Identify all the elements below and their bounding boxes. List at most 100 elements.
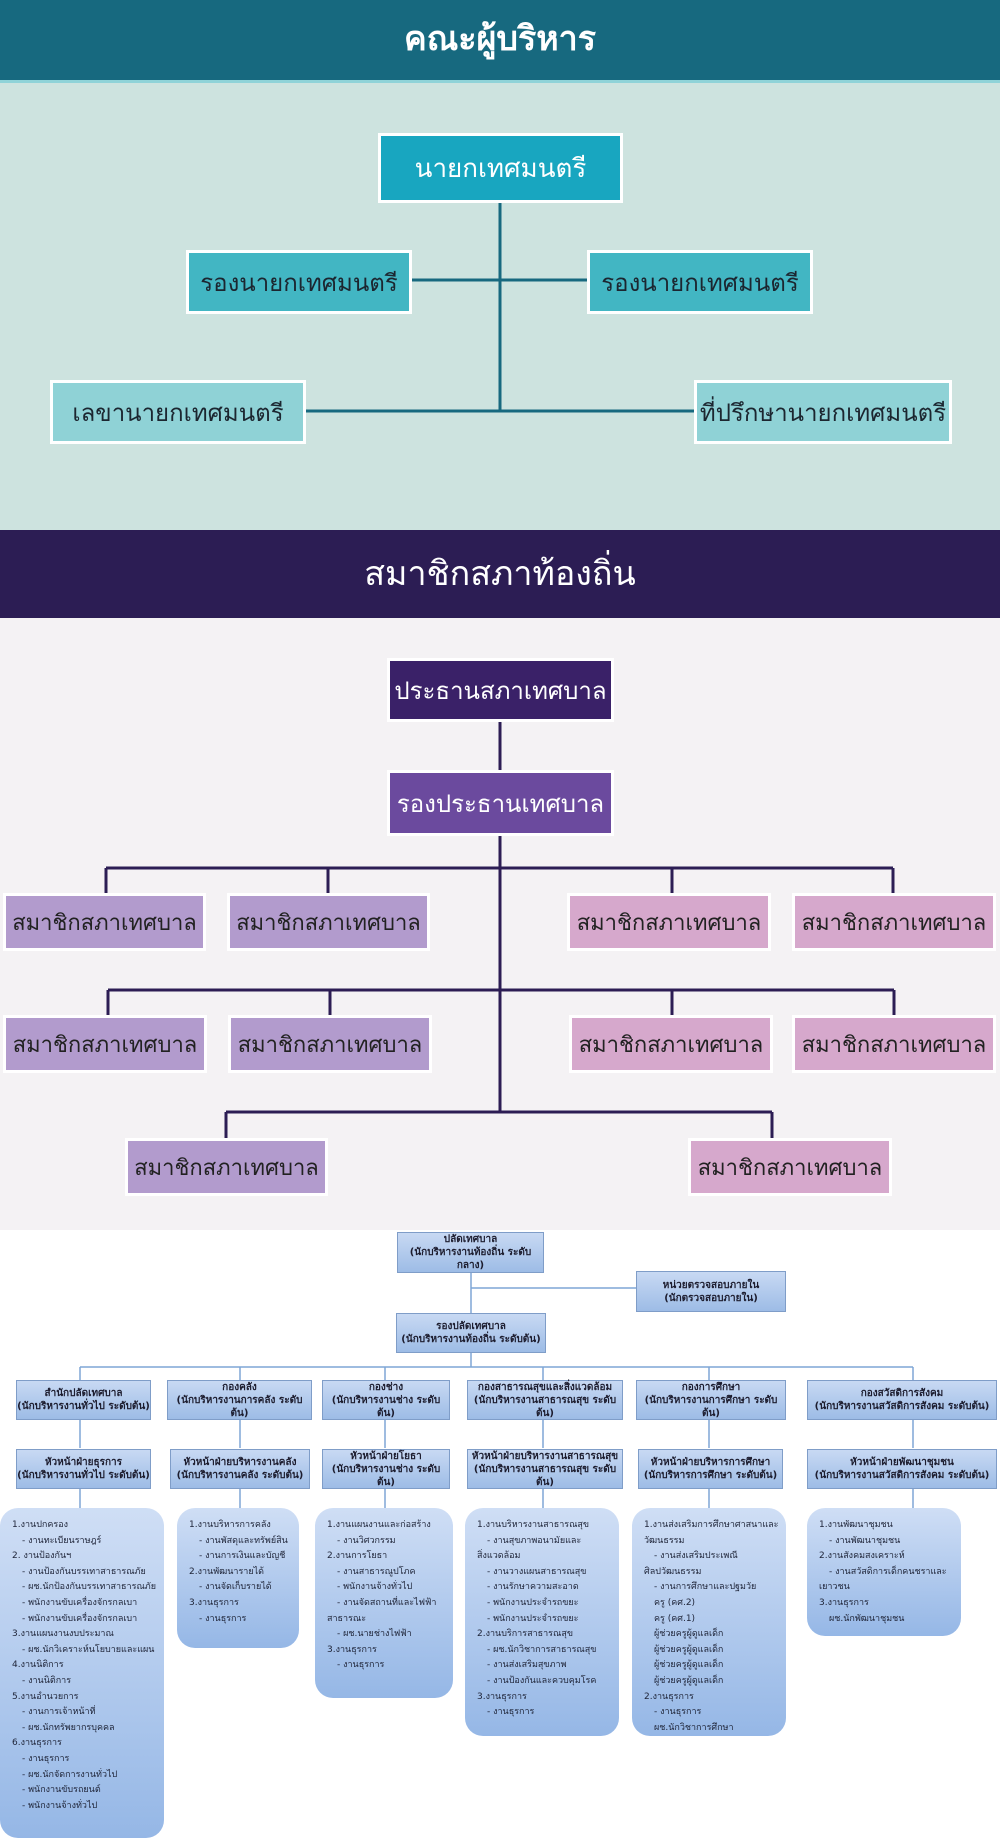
council-member-box: สมาชิกสภาเทศบาล [3,893,206,951]
duty-list-item: - งานธุรการ [487,1707,535,1718]
section-head-title: หัวหน้าฝ่ายบริหารงานสาธารณสุข [471,1450,619,1462]
duty-list-item: - พนักงานขับรถยนต์ [22,1785,101,1796]
council-member-box: สมาชิกสภาเทศบาล [228,1015,432,1073]
duty-list-item: 4.งานนิติการ [12,1660,64,1671]
duty-list-item: 3.งานธุรการ [819,1597,869,1608]
duty-list-item: - งานสาธารณูปโภค [337,1566,416,1577]
council-member-label: สมาชิกสภาเทศบาล [12,910,197,936]
division-box: กองการศึกษา (นักบริหารงานการศึกษา ระดับต… [636,1380,786,1420]
deputy-clerk-title: รองปลัดเทศบาล [436,1321,506,1332]
advisor-label: ที่ปรึกษานายกเทศมนตรี [699,398,947,427]
duty-list-item: ผู้ช่วยครูผู้ดูแลเด็ก [654,1644,724,1655]
duty-list-item: 2.งานสังคมสงเคราะห์ [819,1551,905,1562]
section-head-subtitle: (นักบริหารงานทั่วไป ระดับต้น) [17,1470,150,1481]
deputy-clerk-box: รองปลัดเทศบาล (นักบริหารงานท้องถิ่น ระดั… [396,1313,546,1353]
council-member-label: สมาชิกสภาเทศบาล [578,1032,764,1058]
duty-list-item: - งานสวัสดิการเด็กคนชราและ [829,1566,947,1577]
duty-list-item: - งานส่งเสริมประเพณี [654,1551,738,1562]
council-member-label: สมาชิกสภาเทศบาล [134,1155,319,1181]
duty-list-item: สิ่งแวดล้อม [477,1551,521,1562]
section-head-title: หัวหน้าฝ่ายธุรการ [44,1457,123,1468]
duty-list-item: - พนักงานขับเครื่องจักรกลเบา [22,1613,138,1624]
duty-list-item: - พนักงานจ้างทั่วไป [337,1582,413,1593]
duty-list-item: - ผช.นักจัดการงานทั่วไป [22,1769,118,1780]
clerk-subtitle: (นักบริหารงานท้องถิ่น ระดับกลาง) [409,1247,532,1271]
council-member-box: สมาชิกสภาเทศบาล [688,1138,892,1196]
division-title: กองคลัง [222,1381,257,1393]
duty-list-item: 3.งานแผนงานงบประมาณ [12,1629,114,1640]
council-member-box: สมาชิกสภาเทศบาล [3,1015,207,1073]
section-head-box: หัวหน้าฝ่ายบริหารการศึกษา (นักบริหารการศ… [638,1449,783,1489]
duty-list-item: - งานรักษาความสะอาด [487,1582,579,1593]
duty-list-item: ครู (คศ.2) [654,1597,696,1608]
duty-list-item: - งานพัฒนาชุมชน [829,1535,901,1546]
council-member-box: สมาชิกสภาเทศบาล [792,1015,996,1073]
duty-list-panel: 1.งานส่งเสริมการศึกษาศาสนาและวัฒนธรรม- ง… [632,1508,786,1736]
section-head-subtitle: (นักบริหารงานคลัง ระดับต้น) [176,1470,304,1481]
duty-list-item: 5.งานอำนวยการ [12,1691,79,1702]
duty-list-item: 1.งานบริหารงานสาธารณสุข [477,1520,590,1530]
internal-audit-box: หน่วยตรวจสอบภายใน (นักตรวจสอบภายใน) [636,1271,786,1312]
internal-audit-title: หน่วยตรวจสอบภายใน [662,1279,760,1291]
division-box: กองช่าง (นักบริหารงานช่าง ระดับต้น) [322,1380,450,1420]
council-member-label: สมาชิกสภาเทศบาล [12,1032,198,1058]
section-head-box: หัวหน้าฝ่ายโยธา (นักบริหารงานช่าง ระดับต… [322,1449,450,1489]
duty-list-item: ศิลปวัฒนธรรม [644,1566,702,1577]
duty-list-panel: 1.งานปกครอง- งานทะเบียนราษฎร์2. งานป้องก… [0,1508,164,1838]
division-title: กองสวัสดิการสังคม [860,1388,944,1399]
duty-list-item: - งานธุรการ [22,1753,70,1764]
advisor-box: ที่ปรึกษานายกเทศมนตรี [694,380,952,444]
duty-list-item: 6.งานธุรการ [12,1738,62,1749]
duty-list-item: - ผช.นักทรัพยากรบุคคล [22,1722,115,1733]
section-head-subtitle: (นักบริหารงานสวัสดิการสังคม ระดับต้น) [814,1470,990,1481]
duty-list-item: - งานป้องกันและควบคุมโรค [487,1675,597,1686]
duty-list-item: - ผช.นักวิเคราะห์นโยบายและแผน [22,1644,155,1655]
duty-list-item: - งานการศึกษาและปฐมวัย [654,1582,757,1593]
duty-list-item: เยาวชน [819,1582,850,1593]
duty-list-item: - งานสุขภาพอนามัยและ [487,1535,582,1546]
deputy-mayor-left-box: รองนายกเทศมนตรี [186,250,412,314]
section-head-title: หัวหน้าฝ่ายพัฒนาชุมชน [850,1457,954,1468]
duty-list-item: ผู้ช่วยครูผู้ดูแลเด็ก [654,1675,724,1686]
secretary-label: เลขานายกเทศมนตรี [72,398,284,427]
duty-list-item: - พนักงานประจำรถขยะ [487,1613,579,1624]
deputy-mayor-right-box: รองนายกเทศมนตรี [587,250,813,314]
duty-list-item: - งานธุรการ [654,1707,702,1718]
council-chair-box: ประธานสภาเทศบาล [387,658,614,722]
mayor-box: นายกเทศมนตรี [378,133,623,203]
council-chair-label: ประธานสภาเทศบาล [394,676,607,705]
duty-list-item: - ผช.นักวิชาการสาธารณสุข [487,1644,597,1655]
duty-list-item: - งานทะเบียนราษฎร์ [22,1535,102,1546]
section-head-subtitle: (นักบริหารงานช่าง ระดับต้น) [331,1463,441,1488]
division-subtitle: (นักบริหารงานการคลัง ระดับต้น) [176,1394,303,1419]
duty-list-item: 1.งานบริหารการคลัง [189,1520,271,1530]
division-box: กองสวัสดิการสังคม (นักบริหารงานสวัสดิการ… [807,1380,997,1420]
council-band: สมาชิกสภาท้องถิ่น [0,530,1000,618]
council-member-box: สมาชิกสภาเทศบาล [569,1015,773,1073]
duty-list-item: - พนักงานจ้างทั่วไป [22,1800,98,1811]
duty-list-item: - ผช.นายช่างไฟฟ้า [337,1629,412,1640]
division-box: สำนักปลัดเทศบาล (นักบริหารงานทั่วไป ระดั… [16,1380,151,1420]
clerk-box: ปลัดเทศบาล (นักบริหารงานท้องถิ่น ระดับกล… [397,1232,544,1273]
duty-list-item: 2.งานพัฒนารายได้ [189,1566,264,1577]
section-head-box: หัวหน้าฝ่ายธุรการ (นักบริหารงานทั่วไป ระ… [16,1449,151,1489]
division-subtitle: (นักบริหารงานการศึกษา ระดับต้น) [644,1394,778,1419]
duty-list-item: 3.งานธุรการ [189,1597,239,1608]
council-member-label: สมาชิกสภาเทศบาล [576,910,762,936]
duty-list-item: - งานจัดเก็บรายได้ [199,1582,272,1593]
executives-band: คณะผู้บริหาร [0,0,1000,82]
council-member-label: สมาชิกสภาเทศบาล [236,910,421,936]
council-title: สมาชิกสภาท้องถิ่น [364,554,636,594]
duty-list-item: 1.งานส่งเสริมการศึกษาศาสนาและ [644,1520,778,1530]
division-subtitle: (นักบริหารงานทั่วไป ระดับต้น) [17,1401,150,1412]
executives-title: คณะผู้บริหาร [403,19,597,59]
secretary-box: เลขานายกเทศมนตรี [50,380,306,444]
duty-list-item: - งานธุรการ [337,1660,385,1671]
duty-list-item: - งานการเจ้าหน้าที่ [22,1707,96,1718]
deputy-mayor-right-label: รองนายกเทศมนตรี [601,268,799,297]
division-title: กองการศึกษา [681,1381,741,1393]
